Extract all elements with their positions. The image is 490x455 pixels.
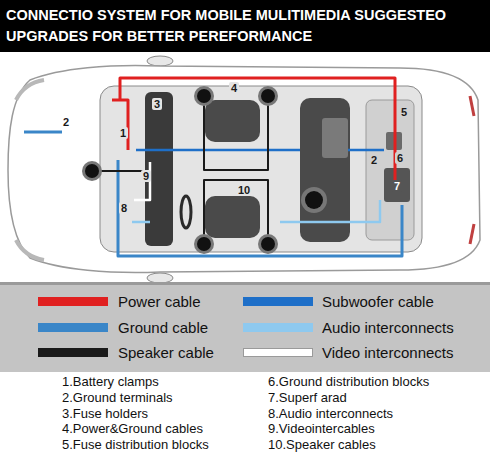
title-bar [0,0,490,52]
parts-list-item: 2.Ground terminals [62,390,173,405]
speaker-symbols-part [305,191,323,209]
parts-list-item: 4.Power&Ground cables [62,421,203,436]
car-body-part [470,96,474,116]
speaker-symbols [82,86,327,254]
car-interior-part [322,118,348,158]
speaker-symbols-part [301,187,327,213]
legend-band-edge [0,282,490,285]
car-body [8,56,480,283]
callout-number: 7 [392,180,402,192]
car-body-part [147,56,173,66]
cable-runs [24,78,402,256]
speaker-symbols-part [261,237,275,251]
speaker-symbols-part [82,161,102,181]
legend-swatch [243,348,313,357]
callout-number: 4 [229,82,239,94]
car-interior-part [181,196,191,228]
car-interior-part [366,100,414,240]
car-body-part [8,66,480,273]
car-interior-part [300,98,350,242]
parts-list-item: 1.Battery clamps [62,374,159,389]
parts-list-item: 9.Videointercables [268,421,375,436]
cable-runs-part [136,149,384,152]
callout-number: 5 [399,106,409,118]
car-body-part [147,273,173,283]
speaker-symbols-part [258,86,278,106]
cable-runs-part [132,200,380,222]
callout-number: 1 [118,127,128,139]
speaker-symbols-part [85,164,99,178]
legend-text: Power cable [118,293,201,310]
legend-text: Subwoofer cable [322,293,434,310]
callout-number: 2 [61,116,71,128]
parts-list-item: 5.Fuse distribution blocks [62,437,209,452]
legend-band [0,282,490,372]
cable-runs-part [120,78,395,190]
speaker-symbols-part [194,86,214,106]
parts-list-item: 3.Fuse holders [62,406,148,421]
speaker-symbols-part [194,234,214,254]
cable-runs-part [112,100,128,150]
car-interior-part [205,100,260,142]
legend-text: Video interconnects [322,344,453,361]
parts-list-item: 10.Speaker cables [268,437,376,452]
cable-runs-part [204,180,268,244]
car-body-part [470,224,474,244]
legend-swatch [38,323,108,332]
car-interior [100,86,422,252]
speaker-symbols-part [197,237,211,251]
parts-list-item: 7.Superf arad [268,390,347,405]
speaker-symbols-part [197,89,211,103]
car-interior-part [205,196,260,238]
callout-number: 2 [369,154,379,166]
legend-swatch [243,323,313,332]
cable-runs-part [118,160,402,256]
legend-swatch [38,297,108,306]
speaker-symbols-part [258,234,278,254]
callout-number: 3 [152,98,162,110]
car-body-part [16,80,44,100]
speaker-symbols-part [261,89,275,103]
legend-swatch [243,297,313,306]
parts-list-item: 6.Ground distribution blocks [268,374,429,389]
callout-number: 8 [119,202,129,214]
parts-list-item: 8.Audio interconnects [268,406,393,421]
legend-text: Speaker cable [118,344,214,361]
car-interior-part [100,86,422,252]
callout-number: 6 [395,152,405,164]
cable-runs-part [204,96,268,170]
legend-swatch [38,348,108,357]
legend-text: Ground cable [118,319,208,336]
title-text: CONNECTIO SYSTEM FOR MOBILE MULITIMEDIA … [6,5,484,47]
car-body-part [16,240,44,260]
callout-number: 9 [141,170,151,182]
car-interior-part [384,168,410,202]
cable-runs-part [24,131,62,134]
callout-number: 10 [236,184,252,196]
legend-text: Audio interconnects [322,319,454,336]
